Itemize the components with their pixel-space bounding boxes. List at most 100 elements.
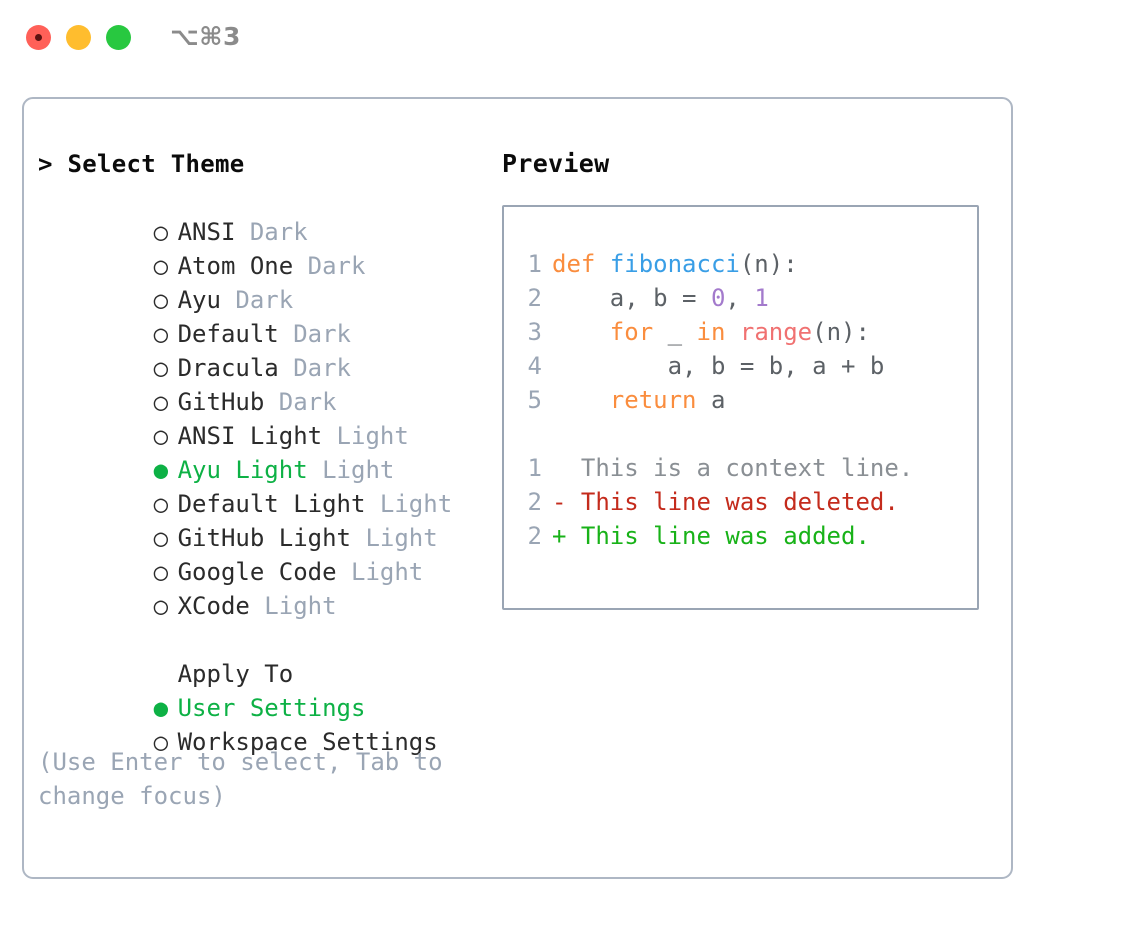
theme-category: Light bbox=[264, 592, 337, 620]
apply-to-header-label: Apply To bbox=[177, 660, 294, 688]
theme-category: Dark bbox=[293, 354, 351, 382]
radio-icon: ○ bbox=[153, 490, 169, 518]
code-token: (n): bbox=[739, 250, 798, 278]
theme-name: ANSI bbox=[177, 218, 236, 246]
close-window-button[interactable] bbox=[26, 25, 51, 50]
code-token: , bbox=[725, 284, 755, 312]
radio-icon: ○ bbox=[153, 218, 169, 246]
theme-list-item[interactable]: ○ ANSI Light Light bbox=[38, 385, 468, 450]
theme-category: Light bbox=[322, 456, 395, 484]
window-controls bbox=[26, 25, 131, 50]
radio-selected-icon: ● bbox=[153, 456, 169, 484]
theme-list-item[interactable]: ○ Google Code Light bbox=[38, 521, 468, 586]
code-token: for bbox=[609, 318, 654, 346]
theme-name: GitHub Light bbox=[177, 524, 351, 552]
keyboard-shortcut-label: ⌥⌘3 bbox=[170, 22, 241, 51]
theme-category: Dark bbox=[249, 218, 308, 246]
radio-icon: ○ bbox=[153, 320, 169, 348]
theme-list-item[interactable]: ○ XCode Light bbox=[38, 555, 468, 620]
diff-line-deleted: 2- This line was deleted. bbox=[520, 485, 977, 519]
theme-category: Light bbox=[336, 422, 409, 450]
code-token bbox=[595, 250, 609, 278]
line-number: 4 bbox=[527, 352, 542, 380]
theme-category: Dark bbox=[293, 320, 351, 348]
code-token: range bbox=[739, 318, 813, 346]
diff-text: This line was added. bbox=[566, 522, 870, 550]
minimize-window-button[interactable] bbox=[66, 25, 91, 50]
radio-icon: ○ bbox=[153, 388, 169, 416]
select-theme-header: > Select Theme bbox=[38, 150, 245, 178]
theme-name: Ayu Light bbox=[177, 456, 308, 484]
line-number: 5 bbox=[527, 386, 542, 414]
radio-icon: ○ bbox=[153, 524, 169, 552]
theme-name: XCode bbox=[177, 592, 250, 620]
code-token: a bbox=[696, 386, 726, 414]
theme-name: GitHub bbox=[177, 388, 265, 416]
apply-to-option-user-settings[interactable]: ●User Settings bbox=[38, 657, 468, 722]
radio-icon: ○ bbox=[153, 252, 169, 280]
line-number: 1 bbox=[527, 454, 542, 482]
apply-to-header: Apply To bbox=[38, 623, 468, 688]
diff-sign: + bbox=[552, 522, 567, 550]
line-number: 3 bbox=[527, 318, 542, 346]
radio-icon: ○ bbox=[153, 558, 169, 586]
diff-text: This line was deleted. bbox=[566, 488, 899, 516]
code-token: 1 bbox=[754, 284, 769, 312]
line-number: 1 bbox=[527, 250, 542, 278]
theme-name: ANSI Light bbox=[177, 422, 323, 450]
theme-category: Light bbox=[379, 490, 453, 518]
theme-list-item[interactable]: ○Default Dark bbox=[38, 283, 468, 348]
radio-icon: ○ bbox=[153, 728, 169, 756]
keyboard-hint-text: (Use Enter to select, Tab to change focu… bbox=[38, 748, 443, 810]
theme-picker-panel: > Select Theme ○ ANSI Dark ○ Atom One Dark… bbox=[22, 97, 1013, 879]
code-token: a, b = b, a + b bbox=[552, 352, 885, 380]
theme-list-item[interactable]: ○ ANSI Dark bbox=[38, 181, 468, 246]
theme-category: Light bbox=[351, 558, 424, 586]
line-number: 2 bbox=[527, 488, 542, 516]
radio-selected-icon: ● bbox=[153, 694, 169, 722]
preview-title: Preview bbox=[502, 149, 610, 178]
code-token: _ bbox=[653, 318, 697, 346]
theme-name: Ayu bbox=[177, 286, 221, 314]
code-token: a, b = bbox=[552, 284, 711, 312]
theme-list-item[interactable]: ○ Dracula Dark bbox=[38, 317, 468, 382]
code-token: 0 bbox=[710, 284, 726, 312]
theme-category: Dark bbox=[278, 388, 337, 416]
theme-name: Dracula bbox=[177, 354, 279, 382]
code-line: 4 a, b = b, a + b bbox=[520, 349, 977, 383]
theme-list-item[interactable]: ○ Atom One Dark bbox=[38, 215, 468, 280]
diff-sign bbox=[552, 454, 566, 482]
code-token: in bbox=[696, 318, 726, 346]
theme-list-item[interactable]: ○ GitHub Dark bbox=[38, 351, 468, 416]
line-number: 2 bbox=[527, 522, 542, 550]
code-token bbox=[725, 318, 739, 346]
theme-list-item-selected[interactable]: ● Ayu Light Light bbox=[38, 419, 468, 484]
code-token: fibonacci bbox=[609, 250, 740, 278]
code-line: 3 for _ in range(n): bbox=[520, 315, 977, 349]
maximize-window-button[interactable] bbox=[106, 25, 131, 50]
diff-sign: - bbox=[552, 488, 567, 516]
code-token: def bbox=[552, 250, 596, 278]
title-bar: ⌥⌘3 bbox=[0, 0, 1140, 76]
theme-list-item[interactable]: ○ GitHub Light Light bbox=[38, 487, 468, 552]
theme-name: Atom One bbox=[177, 252, 294, 280]
code-line: 5 return a bbox=[520, 383, 977, 417]
radio-icon: ○ bbox=[153, 286, 169, 314]
selection-column: > Select Theme ○ ANSI Dark ○ Atom One Dark… bbox=[38, 147, 468, 813]
theme-list-item[interactable]: ○ Ayu Dark bbox=[38, 249, 468, 314]
theme-category: Dark bbox=[235, 286, 294, 314]
code-token bbox=[552, 318, 610, 346]
theme-list-item[interactable]: ○Default Light Light bbox=[38, 453, 468, 518]
code-line: 1 def fibonacci(n): bbox=[520, 247, 977, 281]
diff-text: This is a context line. bbox=[566, 454, 914, 482]
code-token: (n): bbox=[812, 318, 870, 346]
apply-to-option-workspace-settings[interactable]: ○ Workspace Settings bbox=[38, 691, 468, 756]
radio-icon: ○ bbox=[153, 354, 169, 382]
preview-divider-space bbox=[520, 417, 977, 451]
code-line: 2 a, b = 0, 1 bbox=[520, 281, 977, 315]
apply-to-option-label: Workspace Settings bbox=[177, 728, 438, 756]
theme-name: Google Code bbox=[177, 558, 337, 586]
